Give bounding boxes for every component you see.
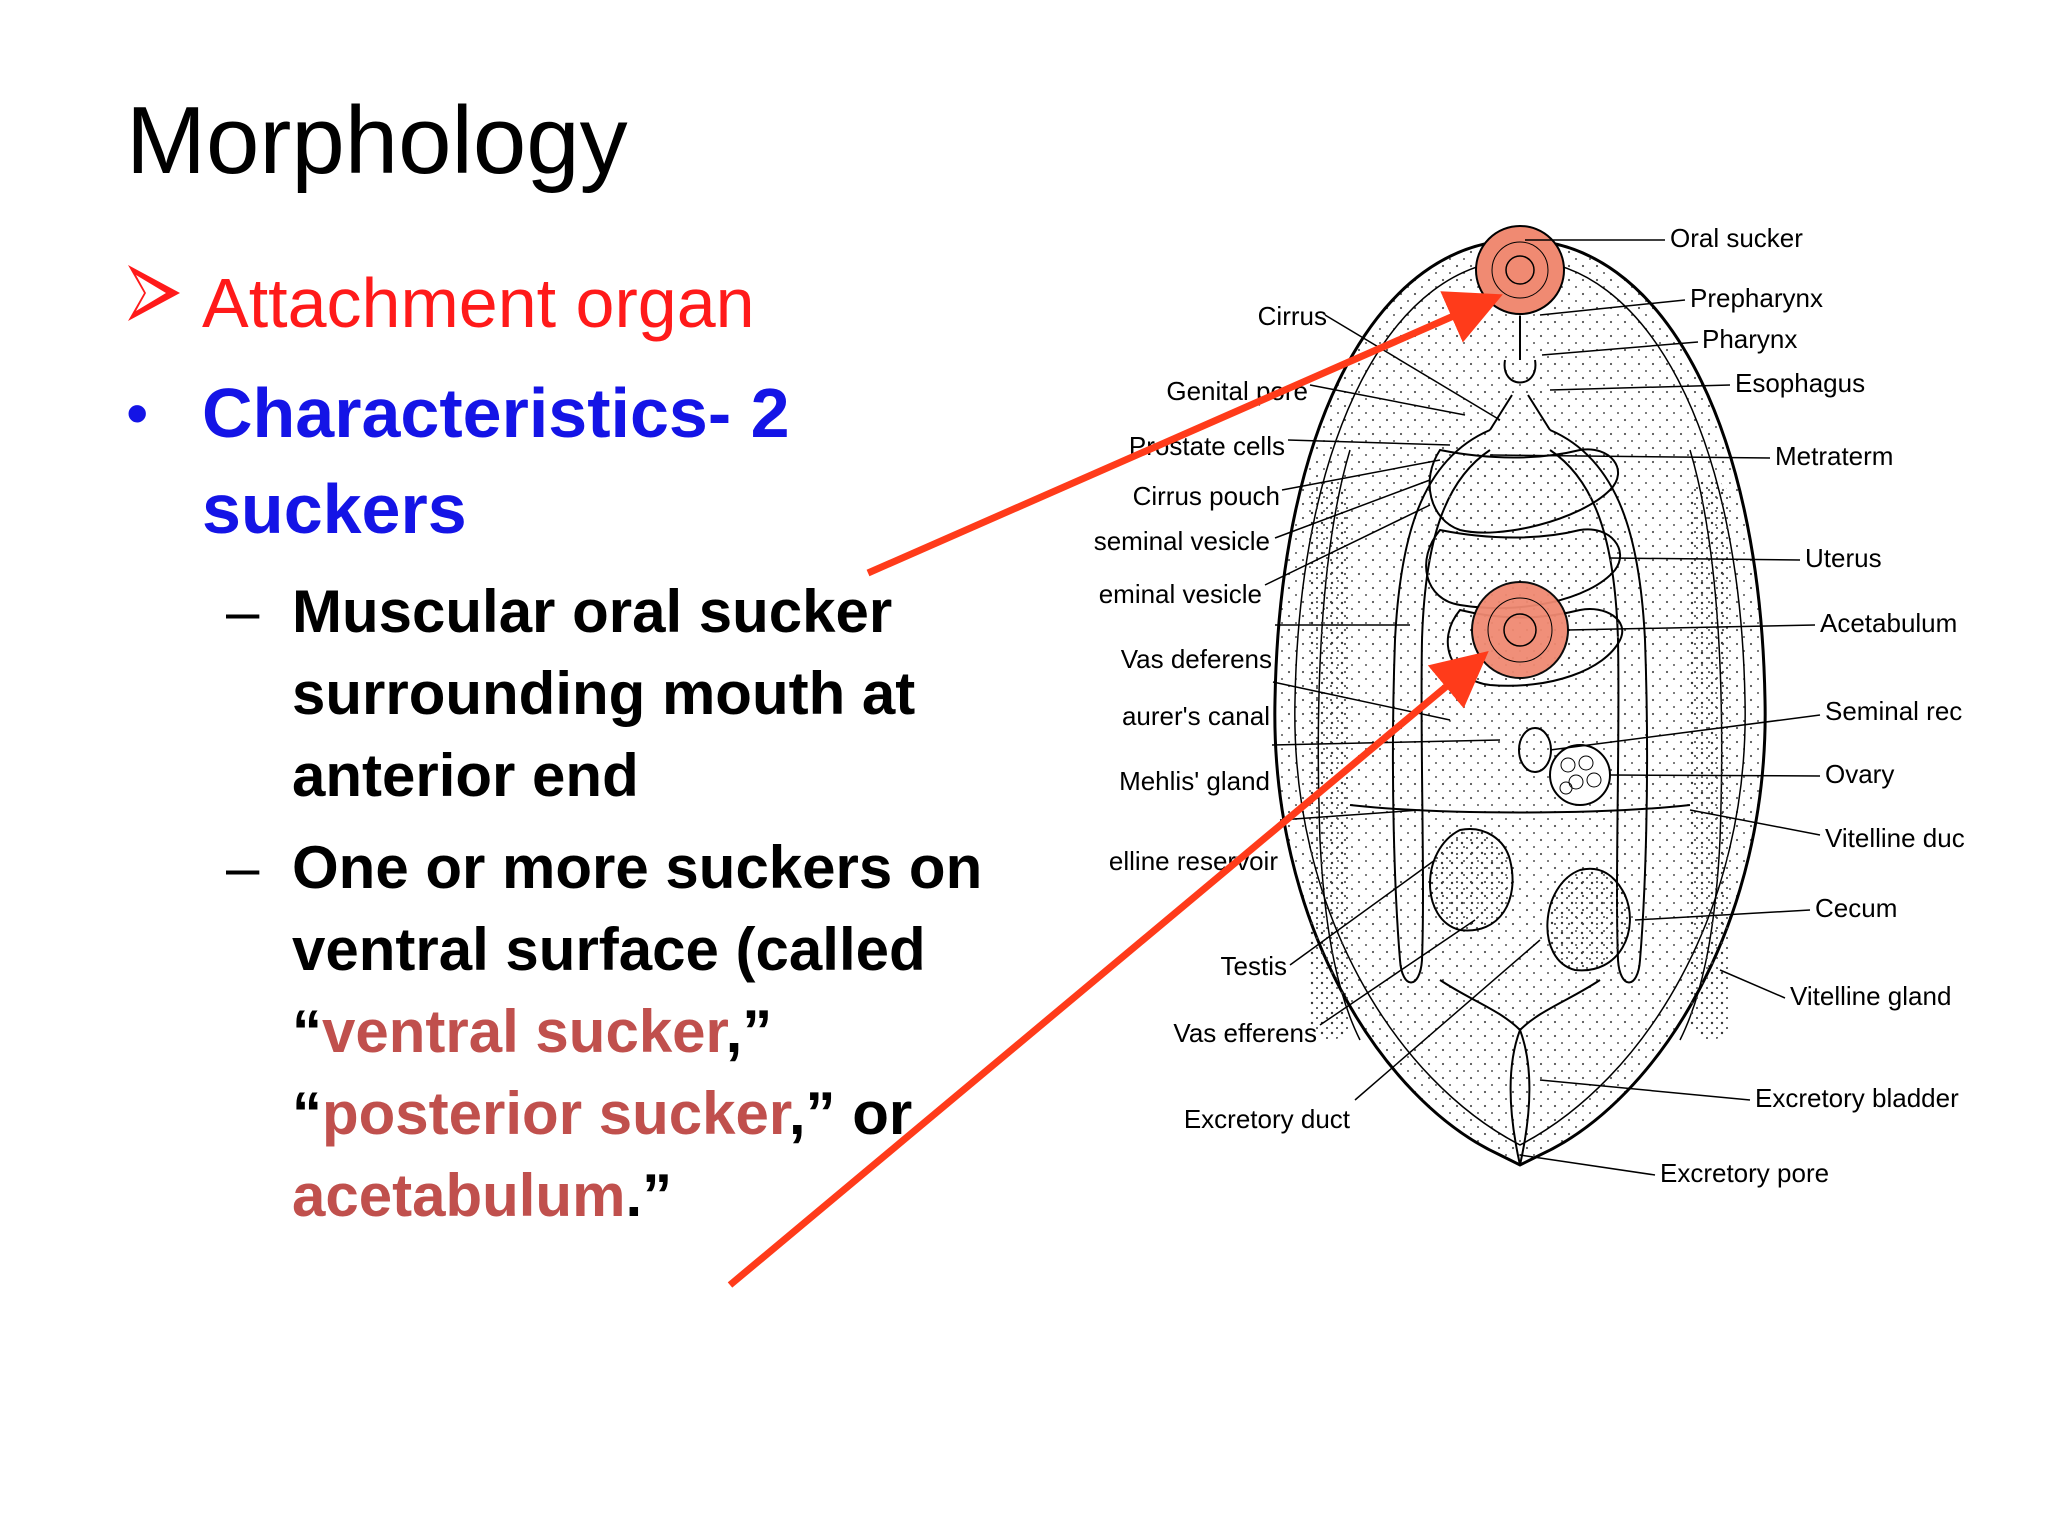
label-vas-efferens: Vas efferens [1173,1018,1317,1048]
dot-bullet-icon: • [126,377,149,449]
sub-bullet-oral-sucker: – Muscular oral sucker surrounding mouth… [126,571,1026,817]
fluke-diagram: Cirrus Genital pore Prostate cells Cirru… [1094,223,1965,1188]
label-genital-pore: Genital pore [1166,376,1308,406]
label-excretory-duct: Excretory duct [1184,1104,1351,1134]
oral-sucker-shape [1475,225,1565,315]
label-eminal-vesicle: eminal vesicle [1099,579,1262,609]
label-mehlis-gland: Mehlis' gland [1119,766,1270,796]
bullet-attachment-organ: Attachment organ [126,255,1026,351]
label-cecum: Cecum [1815,893,1897,923]
label-seminal-receptacle: Seminal rec [1825,696,1962,726]
label-esophagus: Esophagus [1735,368,1865,398]
labels-right: Oral sucker Prepharynx Pharynx Esophagus… [1660,223,1965,1188]
label-pharynx: Pharynx [1702,324,1797,354]
slide-title: Morphology [126,87,628,194]
cecum-right [1549,429,1649,984]
dash-bullet-icon: – [226,578,260,645]
label-acetabulum: Acetabulum [1820,608,1957,638]
sub-bullet-oral-sucker-text: Muscular oral sucker surrounding mouth a… [292,578,916,809]
label-testis: Testis [1221,951,1287,981]
label-laurers-canal: aurer's canal [1122,701,1270,731]
term-posterior-sucker: posterior sucker [322,1080,789,1147]
label-vitelline-duct: Vitelline duc [1825,823,1965,853]
bullet-list: Attachment organ • Characteristics- 2 su… [126,255,1026,1237]
dash-bullet-icon: – [226,834,260,901]
ovary-shape [1549,744,1611,806]
term-ventral-sucker: ventral sucker [322,998,726,1065]
bullet-attachment-text: Attachment organ [202,264,755,342]
label-vitelline-gland: Vitelline gland [1790,981,1951,1011]
arrowhead-bullet-icon [128,265,180,321]
label-uterus: Uterus [1805,543,1882,573]
bullet-characteristics: • Characteristics- 2 suckers [126,365,1026,557]
label-cirrus: Cirrus [1258,301,1327,331]
sub-bullet-ventral-sucker: – One or more suckers on ventral surface… [126,827,1026,1237]
label-excretory-bladder: Excretory bladder [1755,1083,1959,1113]
label-seminal-vesicle: seminal vesicle [1094,526,1270,556]
ventral-sucker-shape [1471,581,1569,679]
text-part: ,” or [788,1080,913,1147]
label-prepharynx: Prepharynx [1690,283,1823,313]
label-vas-deferens: Vas deferens [1121,644,1272,674]
label-metraterm: Metraterm [1775,441,1893,471]
label-prostate-cells: Prostate cells [1129,431,1285,461]
label-cirrus-pouch: Cirrus pouch [1133,481,1280,511]
label-vitelline-reservoir: elline reservoir [1109,846,1278,876]
label-oral-sucker: Oral sucker [1670,223,1803,253]
label-excretory-pore: Excretory pore [1660,1158,1829,1188]
sub-bullet-ventral-text: One or more suckers on ventral surface (… [292,834,982,1229]
term-acetabulum: acetabulum [292,1162,626,1229]
bullet-characteristics-text: Characteristics- 2 suckers [202,374,790,548]
label-ovary: Ovary [1825,759,1894,789]
text-part: .” [625,1162,673,1229]
